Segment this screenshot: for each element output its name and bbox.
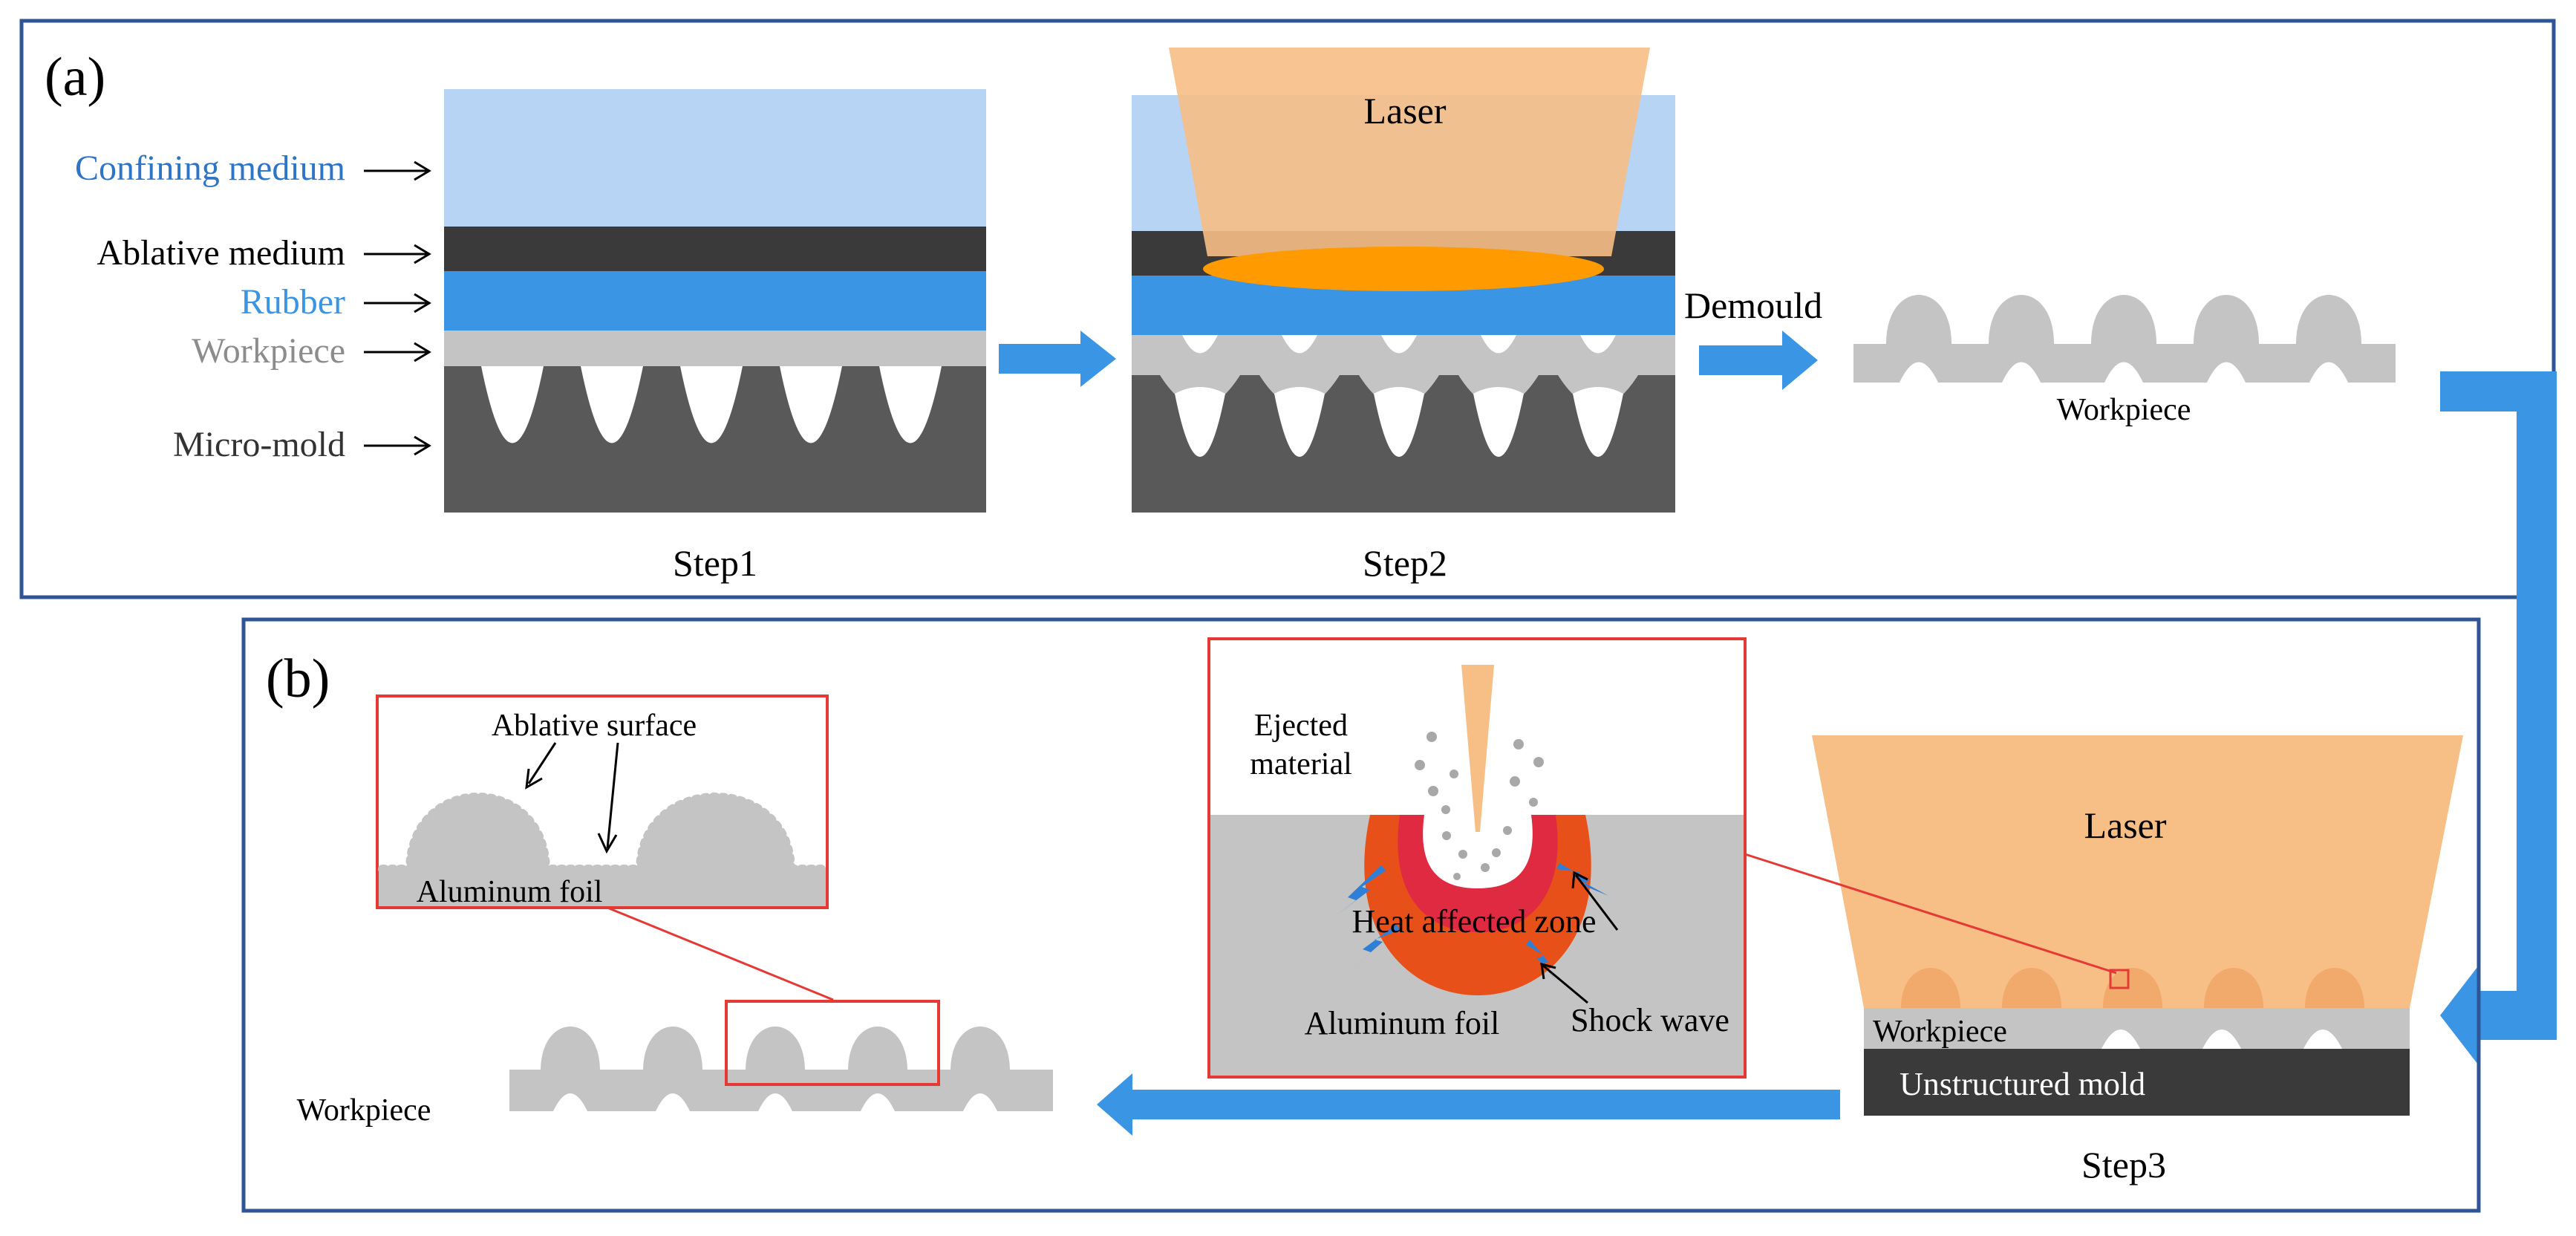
step1-ablative-medium — [444, 227, 986, 271]
result-zoom-marker — [725, 1000, 940, 1086]
step2-laser-spot — [1203, 247, 1604, 291]
arrow-step1-to-step2 — [999, 331, 1116, 387]
step3-unstructured-mold — [1864, 1049, 2410, 1116]
step3-laser-beam — [1812, 735, 2463, 1008]
label-confining-medium: Confining medium — [75, 149, 345, 188]
panel-a-frame — [19, 19, 2556, 599]
shock-wave-pointers — [1540, 871, 1619, 1004]
arrow-step3-to-result — [1097, 1073, 1840, 1136]
step2-label: Step2 — [1363, 542, 1447, 584]
step3-zoom-marker — [2109, 969, 2130, 989]
step3-assembly — [1812, 735, 2463, 1116]
step2-stack — [1132, 48, 1675, 513]
step1-workpiece — [444, 331, 986, 366]
arrow-demould — [1699, 331, 1818, 390]
label-micro-mold: Micro-mold — [173, 425, 345, 464]
step3-mold-label: Unstructured mold — [1900, 1066, 2145, 1102]
step1-mold-cavities — [481, 366, 942, 443]
step2-workpiece-highlights — [1182, 335, 1616, 354]
ejected-material-line1: Ejected — [1254, 709, 1348, 743]
focused-laser-beam — [1461, 665, 1494, 832]
step3-laser-label: Laser — [2084, 804, 2166, 846]
ablation-inset — [376, 695, 829, 909]
ablation-foil-base — [379, 869, 826, 906]
step2-mold-cavities — [1175, 387, 1623, 457]
zoom-leader-process — [1744, 853, 2117, 975]
panel-b-letter: (b) — [266, 648, 330, 709]
label-pointer-arrows — [364, 160, 431, 456]
label-rubber: Rubber — [241, 282, 345, 322]
panel-b-frame — [241, 617, 2481, 1213]
step3-workpiece-bumps — [1901, 968, 2364, 1008]
step1-stack — [444, 89, 986, 513]
label-workpiece-layer: Workpiece — [192, 331, 345, 371]
process-inset — [1207, 637, 1747, 1079]
demoulded-workpiece-label: Workpiece — [2057, 393, 2191, 427]
step3-workpiece-recesses — [2101, 1030, 2342, 1049]
panel-a-letter: (a) — [45, 47, 105, 108]
label-ablative-medium: Ablative medium — [97, 233, 345, 273]
step2-laser-beam — [1169, 48, 1650, 256]
ablation-pointers — [525, 742, 619, 854]
result-workpiece-recesses — [553, 1093, 997, 1111]
step3-label: Step3 — [2081, 1144, 2166, 1185]
step1-label: Step1 — [673, 542, 757, 584]
step3-workpiece-label: Workpiece — [1873, 1015, 2007, 1049]
shock-wave-label: Shock wave — [1571, 1002, 1729, 1038]
step2-laser-label: Laser — [1363, 90, 1446, 131]
ejected-particles — [1415, 732, 1544, 880]
process-aluminum-foil-label: Aluminum foil — [1305, 1005, 1500, 1041]
ablation-bumps — [405, 793, 796, 875]
demoulded-workpiece-recesses — [1900, 362, 2348, 383]
demould-label: Demould — [1684, 284, 1822, 326]
ablation-aluminum-foil-label: Aluminum foil — [417, 875, 603, 909]
result-workpiece-label: Workpiece — [297, 1093, 431, 1128]
shock-wave-arrows — [1337, 863, 1608, 982]
arrow-panel-connector — [2440, 371, 2557, 1067]
heat-affected-zone-label: Heat affected zone — [1352, 903, 1597, 940]
ablative-surface-label: Ablative surface — [492, 709, 697, 743]
step1-confining-medium — [444, 89, 986, 227]
step1-rubber — [444, 271, 986, 331]
zoom-leader-ablation — [607, 906, 834, 1001]
ejected-material-line2: material — [1250, 747, 1352, 781]
demoulded-workpiece — [1853, 295, 2396, 383]
